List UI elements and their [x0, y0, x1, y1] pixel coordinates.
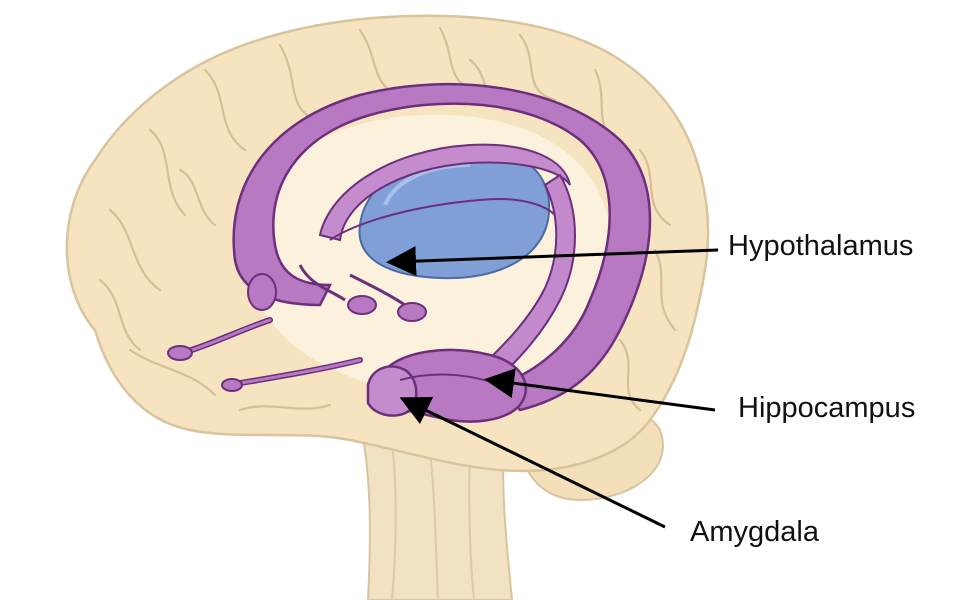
amygdala-body — [368, 366, 416, 415]
amygdala-label: Amygdala — [690, 518, 819, 547]
hypothalamus-label: Hypothalamus — [728, 232, 913, 261]
hippocampus-label: Hippocampus — [738, 394, 915, 423]
